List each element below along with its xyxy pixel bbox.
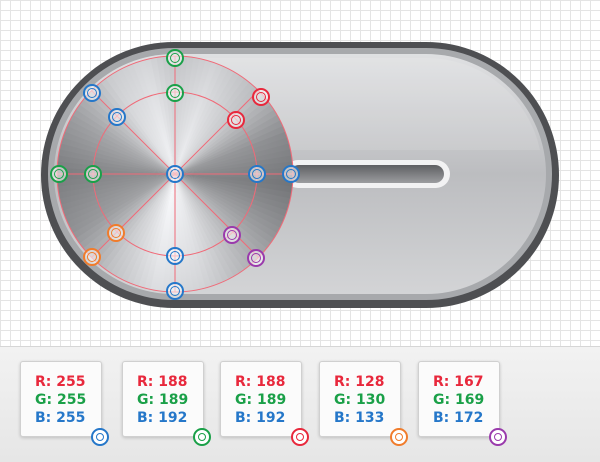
gradient-stop-marker-green[interactable] bbox=[84, 165, 102, 183]
gradient-stop-marker-blue[interactable] bbox=[166, 165, 184, 183]
gradient-stop-marker-purple[interactable] bbox=[223, 226, 241, 244]
color-swatch-card: R: 188 G: 189 B: 192 bbox=[122, 361, 211, 446]
gradient-stop-marker-red[interactable] bbox=[252, 88, 270, 106]
gradient-stop-marker-green[interactable] bbox=[166, 84, 184, 102]
gradient-stop-marker-red[interactable] bbox=[227, 111, 245, 129]
gradient-stop-marker-blue[interactable] bbox=[108, 108, 126, 126]
gradient-stop-markers[interactable] bbox=[50, 49, 300, 300]
swatch-g-value: G: 189 bbox=[137, 392, 189, 408]
swatch-g-value: G: 169 bbox=[433, 392, 485, 408]
swatch-b-value: B: 172 bbox=[433, 410, 484, 426]
gradient-stop-marker-blue[interactable] bbox=[282, 165, 300, 183]
gradient-stop-marker-green[interactable] bbox=[166, 49, 184, 67]
swatch-stop-marker-purple[interactable] bbox=[489, 428, 507, 446]
toggle-switch-illustration bbox=[41, 42, 559, 308]
color-swatch-card: R: 167 G: 169 B: 172 bbox=[418, 361, 507, 446]
swatch-b-value: B: 255 bbox=[35, 410, 86, 426]
swatch-stop-marker-blue[interactable] bbox=[91, 428, 109, 446]
swatch-b-value: B: 133 bbox=[334, 410, 385, 426]
swatch-stop-marker-red[interactable] bbox=[291, 428, 309, 446]
color-swatch-card: R: 255 G: 255 B: 255 bbox=[20, 361, 109, 446]
gradient-stop-marker-blue[interactable] bbox=[166, 247, 184, 265]
gradient-stop-marker-purple[interactable] bbox=[247, 249, 265, 267]
gradient-stop-marker-green[interactable] bbox=[50, 165, 68, 183]
swatch-b-value: B: 192 bbox=[235, 410, 286, 426]
gradient-stop-marker-orange[interactable] bbox=[83, 248, 101, 266]
swatch-stop-marker-orange[interactable] bbox=[390, 428, 408, 446]
swatch-r-value: R: 188 bbox=[235, 374, 286, 390]
color-swatch-card: R: 188 G: 189 B: 192 bbox=[220, 361, 309, 446]
swatch-g-value: G: 189 bbox=[235, 392, 287, 408]
toggle-slot bbox=[290, 165, 444, 183]
swatch-b-value: B: 192 bbox=[137, 410, 188, 426]
gradient-stop-marker-blue[interactable] bbox=[83, 84, 101, 102]
color-swatch-card: R: 128 G: 130 B: 133 bbox=[319, 361, 408, 446]
gradient-stop-marker-blue[interactable] bbox=[166, 282, 184, 300]
swatch-r-value: R: 255 bbox=[35, 374, 86, 390]
swatch-r-value: R: 167 bbox=[433, 374, 484, 390]
swatch-g-value: G: 130 bbox=[334, 392, 386, 408]
artboard-grid bbox=[0, 0, 600, 346]
swatch-stop-marker-green[interactable] bbox=[193, 428, 211, 446]
swatch-g-value: G: 255 bbox=[35, 392, 87, 408]
gradient-stop-marker-blue[interactable] bbox=[248, 165, 266, 183]
swatch-r-value: R: 188 bbox=[137, 374, 188, 390]
swatch-r-value: R: 128 bbox=[334, 374, 385, 390]
gradient-stop-marker-orange[interactable] bbox=[107, 224, 125, 242]
